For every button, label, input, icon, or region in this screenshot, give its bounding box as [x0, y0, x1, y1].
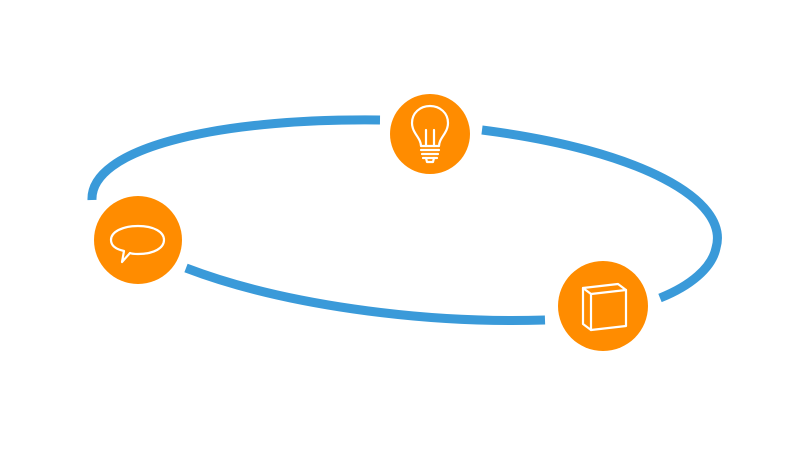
- ring-segment-bottom: [184, 263, 546, 325]
- speech-bubble-icon: [109, 224, 166, 264]
- node-speech: [94, 196, 182, 284]
- box-icon: [581, 282, 628, 332]
- cycle-ring: [87, 115, 722, 325]
- ring-segment-left-to-top: [87, 115, 381, 201]
- lightbulb-icon: [410, 104, 450, 164]
- node-circle: [94, 196, 182, 284]
- node-circle: [558, 261, 648, 351]
- ring-segment-top-to-right: [481, 125, 722, 303]
- node-circle: [390, 94, 470, 174]
- node-lightbulb: [390, 94, 470, 174]
- node-box: [558, 261, 648, 351]
